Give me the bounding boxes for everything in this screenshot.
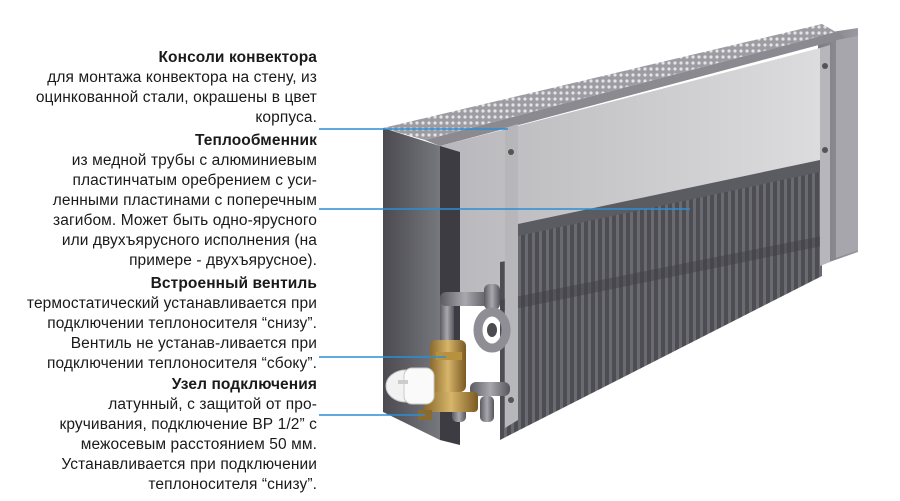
annotation-heat-exchanger: Теплообменник из медной трубы с алюминие… [53,131,317,271]
annotation-title: Теплообменник [194,132,317,149]
annotation-description: из медной трубы с алюминиевым пластинчат… [52,152,317,269]
top-grille [383,24,845,146]
thermostat-head [385,367,435,405]
annotation-connection-unit: Узел подключения латунный, с защитой от … [59,375,317,495]
heat-exchanger [500,160,822,440]
annotation-description: для монтажа конвектора на стену, из оцин… [35,69,317,126]
annotation-description: термостатический устанавливается при под… [26,295,317,372]
thermostatic-valve [430,340,466,392]
leader-lines [319,128,690,416]
annotation-title: Встроенный вентиль [150,275,317,292]
annotation-title: Консоли конвектора [158,49,317,66]
annotation-wall-consoles: Консоли конвектора для монтажа конвектор… [36,48,317,128]
annotation-title: Узел подключения [171,376,317,393]
annotation-built-in-valve: Встроенный вентиль термостатический уста… [27,274,317,374]
wall-console-brackets [505,45,830,428]
annotation-description: латунный, с защитой от про- кручивания, … [59,396,317,493]
